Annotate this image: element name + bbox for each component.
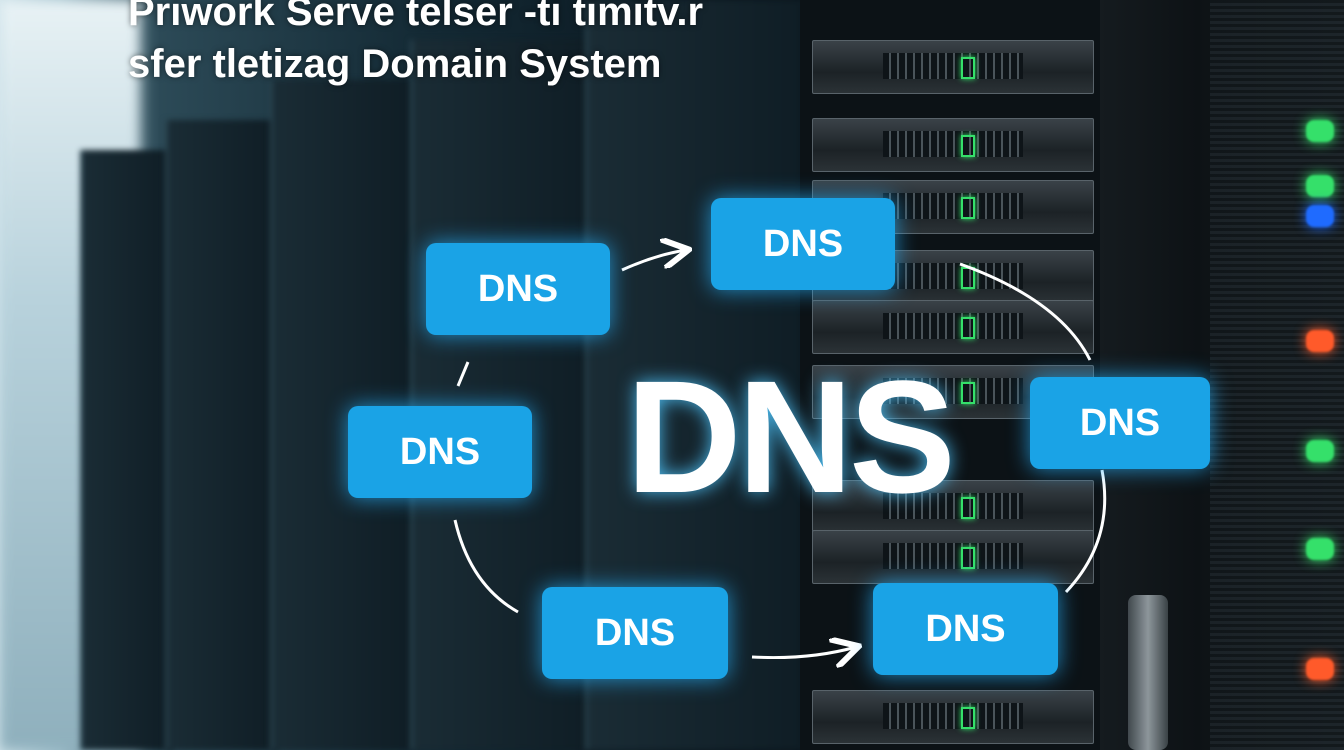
status-led-orange — [1306, 658, 1334, 680]
blurred-rack — [165, 120, 278, 750]
arc-connector — [453, 519, 519, 614]
rack-handle — [1128, 595, 1168, 750]
headline: Priwork Serve telser -ti timitv.r sfer t… — [128, 0, 703, 90]
dns-node: DNS — [542, 587, 728, 679]
server-unit — [812, 480, 1094, 534]
dns-node: DNS — [1030, 377, 1210, 469]
server-unit — [812, 118, 1094, 172]
headline-line-1: Priwork Serve telser -ti timitv.r — [128, 0, 704, 34]
arc-connector — [1064, 469, 1107, 594]
blurred-rack — [80, 150, 173, 750]
status-led-green — [1306, 175, 1334, 197]
status-led-orange — [1306, 330, 1334, 352]
status-led-green — [1306, 120, 1334, 142]
status-led-blue — [1306, 205, 1334, 227]
arrow — [621, 250, 686, 272]
dns-node: DNS — [426, 243, 610, 335]
server-unit — [812, 40, 1094, 94]
server-unit — [812, 530, 1094, 584]
center-dns-label: DNS — [626, 347, 956, 526]
status-led-green — [1306, 538, 1334, 560]
dns-node: DNS — [711, 198, 895, 290]
dns-node: DNS — [873, 583, 1058, 675]
arc-connector — [959, 262, 1092, 361]
arrow — [751, 647, 856, 658]
status-led-green — [1306, 440, 1334, 462]
dns-node: DNS — [348, 406, 532, 498]
line-connector — [456, 361, 470, 387]
headline-line-2: sfer tletizag Domain System — [128, 42, 662, 86]
server-unit — [812, 690, 1094, 744]
